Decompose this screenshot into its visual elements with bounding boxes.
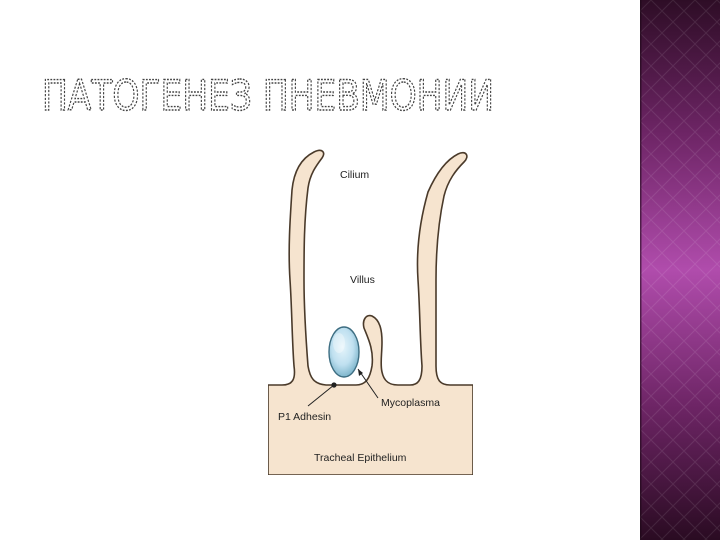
decorative-side-band (640, 0, 720, 540)
label-villus: Villus (350, 274, 375, 286)
slide-title-svg: ПАТОГЕНЕЗ ПНЕВМОНИИ (41, 70, 494, 120)
slide-title-wrapper: ПАТОГЕНЕЗ ПНЕВМОНИИ (36, 64, 556, 124)
tracheal-epithelium-shape (268, 149, 473, 475)
label-cilium: Cilium (340, 169, 369, 181)
label-p1-adhesin: P1 Adhesin (278, 411, 331, 423)
label-mycoplasma: Mycoplasma (381, 397, 440, 409)
mycoplasma-highlight (333, 333, 345, 353)
mycoplasma-arrowhead (358, 369, 363, 376)
diagram-canvas: Cilium Villus Mycoplasma P1 Adhesin Trac… (268, 149, 473, 475)
mycoplasma-cell (328, 326, 360, 378)
label-tracheal-epithelium: Tracheal Epithelium (314, 452, 407, 464)
side-band-pattern (640, 0, 720, 540)
mycoplasma-adhesion-diagram: Cilium Villus Mycoplasma P1 Adhesin Trac… (268, 140, 473, 475)
adhesin-pointer (307, 384, 335, 407)
slide-title: ПАТОГЕНЕЗ ПНЕВМОНИИ (42, 71, 494, 120)
